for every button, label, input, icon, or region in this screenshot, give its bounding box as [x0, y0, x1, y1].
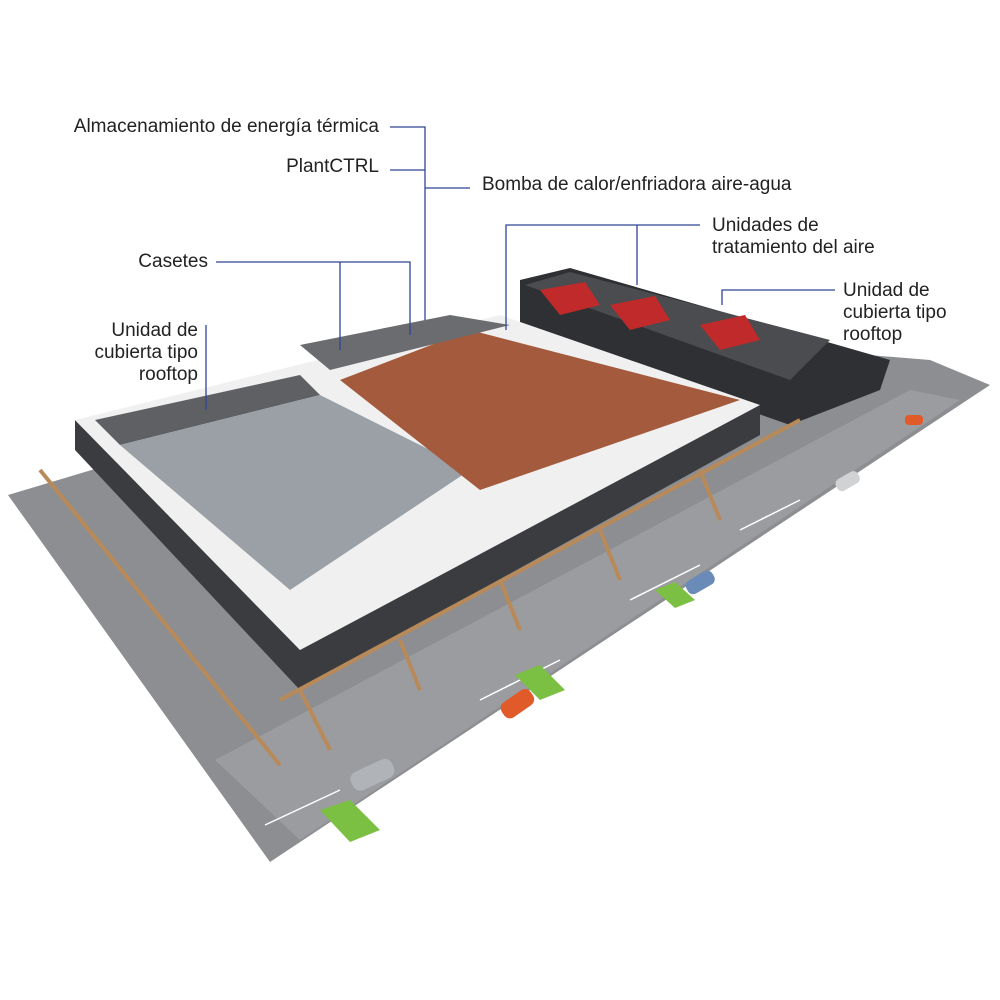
label-line: rooftop	[138, 364, 198, 385]
label-line: Unidades de	[712, 215, 819, 236]
cars	[350, 415, 923, 791]
label-cassettes: Casetes	[138, 251, 208, 272]
label-rooftop-right: Unidad de cubierta tipo rooftop	[843, 280, 947, 346]
label-air-handling: Unidades de tratamiento del aire	[712, 215, 875, 259]
label-line: cubierta tipo	[94, 342, 198, 363]
building-facade	[75, 405, 760, 690]
second-building-roof	[525, 272, 830, 380]
green-spot	[320, 800, 380, 842]
food-court-floor	[340, 330, 740, 490]
label-line: rooftop	[843, 324, 903, 345]
green-spot	[515, 665, 565, 700]
label-thermal-storage: Almacenamiento de energía térmica	[73, 116, 379, 137]
left-roof	[95, 375, 320, 445]
parking-road	[215, 390, 960, 840]
interior-floor	[120, 395, 470, 590]
green-spot	[655, 582, 695, 608]
label-line: Unidad de	[111, 320, 198, 341]
pergola	[38, 418, 801, 767]
upper-roof	[300, 315, 510, 370]
label-plantctrl: PlantCTRL	[286, 156, 379, 177]
label-line: Unidad de	[843, 280, 930, 301]
label-rooftop-left: Unidad de cubierta tipo rooftop	[94, 320, 198, 386]
label-line: cubierta tipo	[843, 302, 947, 323]
label-line: tratamiento del aire	[712, 237, 875, 258]
red-seating	[540, 282, 760, 350]
label-heat-pump: Bomba de calor/enfriadora aire-agua	[482, 174, 792, 195]
leader-lines	[205, 126, 835, 410]
